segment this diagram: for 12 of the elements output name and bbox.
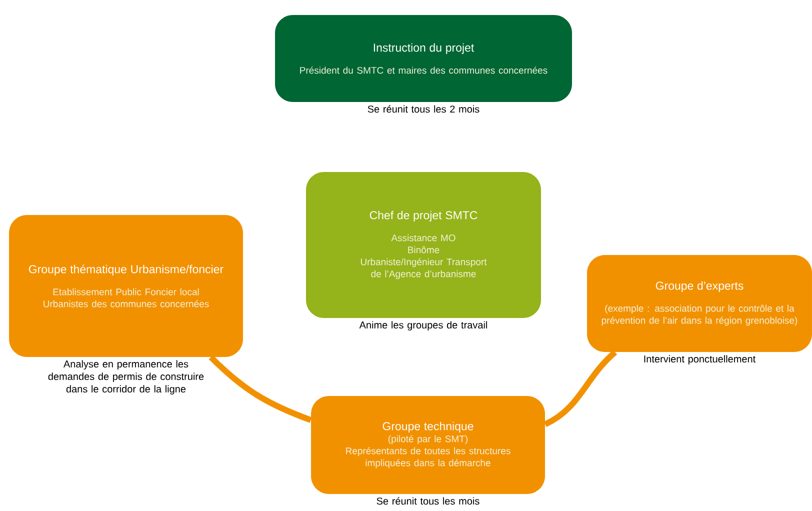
caption-text: Intervient ponctuellement — [644, 355, 756, 364]
group-box: Groupe d’experts (exemple : association pour le contrôle et la prévention de l’air dans la région grenobloise) — [587, 255, 812, 352]
caption-text: Se réunit tous les 2 mois — [368, 105, 480, 113]
caption-text: Se réunit tous les mois — [376, 497, 480, 505]
caption-text: Anime les groupes de travail — [359, 321, 487, 330]
group-box: Groupe technique (piloté par le SMT) Représentants de toutes les structures impliquées dans la démarche — [311, 396, 545, 494]
group-box: Chef de projet SMTC Assistance MO Binôme Urbaniste/Ingénieur Transport de l’Agence d’urbanisme — [306, 172, 541, 318]
caption-text: Analyse en permanence les demandes de permis de construire dans le corridor de la ligne — [48, 360, 204, 394]
group-box: Instruction du projet Président du SMTC et maires des communes concernées — [275, 15, 572, 102]
connector-line — [208, 355, 312, 423]
connector-line — [544, 350, 618, 427]
group-box: Groupe thématique Urbanisme/foncier Etablissement Public Foncier local Urbanistes des communes concernées — [9, 215, 243, 357]
